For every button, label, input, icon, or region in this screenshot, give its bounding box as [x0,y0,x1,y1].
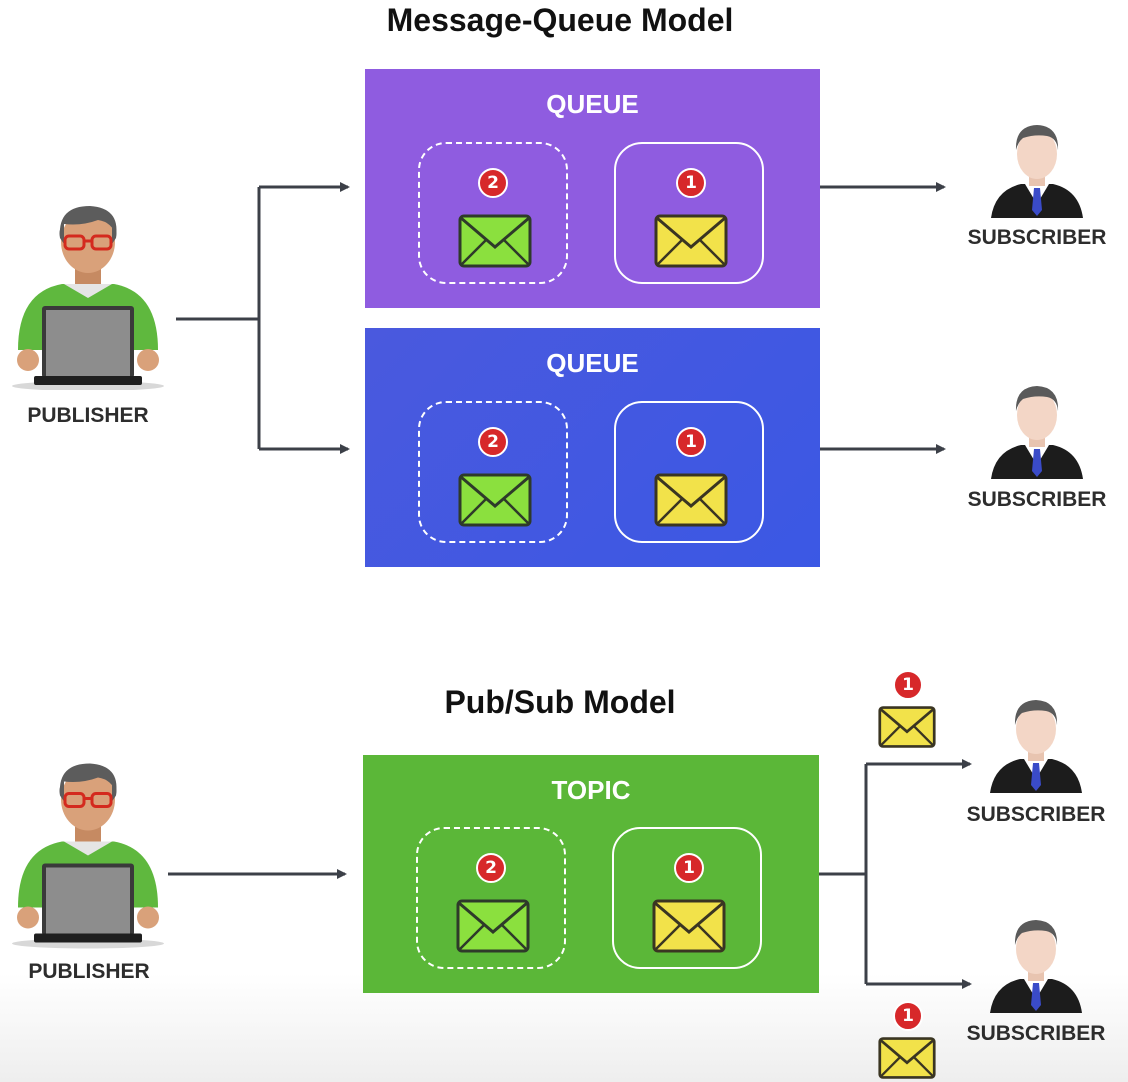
badge-icon: 1 [893,1001,923,1031]
envelope-icon [652,899,726,953]
envelope-icon [654,473,728,527]
topic-box: TOPIC 2 1 [363,755,819,993]
subscriber-icon [991,386,1083,479]
subscriber-label: SUBSCRIBER [966,803,1106,826]
envelope-icon [878,706,936,748]
subscriber-icon [990,920,1082,1013]
envelope-icon [878,1037,936,1079]
message-slot-pending: 2 [418,401,568,543]
subscriber-icon [991,125,1083,218]
message-slot-current: 1 [614,401,764,543]
message-slot-pending: 2 [418,142,568,284]
badge-icon: 1 [676,427,706,457]
badge-icon: 2 [478,427,508,457]
subscriber-icon [990,700,1082,793]
topic-label: TOPIC [551,775,631,805]
pub-sub-title: Pub/Sub Model [444,684,676,720]
subscriber-label: SUBSCRIBER [966,1022,1106,1045]
queue-box-1: QUEUE 2 1 [365,69,820,308]
badge-icon: 2 [478,168,508,198]
publisher-label: PUBLISHER [27,404,149,427]
badge-icon: 1 [674,853,704,883]
publisher-label: PUBLISHER [28,960,150,983]
publisher-icon [12,763,164,949]
badge-icon: 1 [893,670,923,700]
envelope-icon [458,473,532,527]
badge-icon: 1 [676,168,706,198]
envelope-icon [458,214,532,268]
envelope-icon [456,899,530,953]
envelope-icon [654,214,728,268]
queue-box-2: QUEUE 2 1 [365,328,820,567]
subscriber-label: SUBSCRIBER [967,488,1107,511]
queue-label: QUEUE [546,89,639,119]
message-slot-pending: 2 [416,827,566,969]
publisher-icon [12,206,164,390]
queue-label: QUEUE [546,348,639,378]
message-queue-title: Message-Queue Model [386,2,734,38]
badge-icon: 2 [476,853,506,883]
message-slot-current: 1 [612,827,762,969]
message-slot-current: 1 [614,142,764,284]
subscriber-label: SUBSCRIBER [967,226,1107,249]
